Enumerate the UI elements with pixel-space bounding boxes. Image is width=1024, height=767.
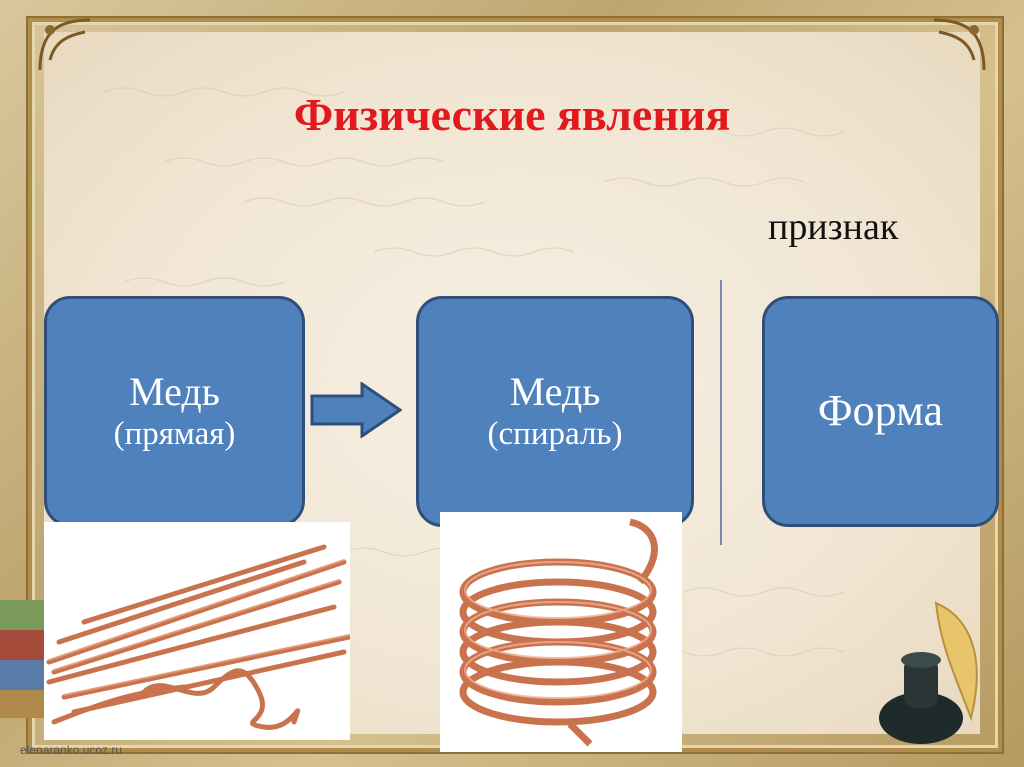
copper-coil-photo	[440, 512, 682, 752]
box-shape: Форма	[762, 296, 999, 527]
box-main-text: Медь	[129, 368, 220, 414]
copper-wires-photo	[44, 522, 350, 740]
footer-source: elenaranko.ucoz.ru	[20, 743, 123, 757]
box-sub-text: (спираль)	[487, 415, 623, 452]
box-sub-text: (прямая)	[113, 415, 236, 452]
arrow-right-icon	[310, 382, 402, 438]
box-copper-straight: Медь (прямая)	[44, 296, 305, 527]
box-main-text: Форма	[817, 386, 944, 436]
column-divider	[720, 280, 722, 545]
box-copper-spiral: Медь (спираль)	[416, 296, 694, 527]
slide-title: Физические явления	[293, 89, 731, 140]
ornament-icon	[38, 18, 91, 71]
ornament-icon	[933, 18, 986, 71]
inkwell-quill-icon	[879, 601, 978, 744]
column-label: признак	[768, 206, 899, 248]
books-icon	[0, 600, 44, 718]
box-main-text: Медь	[509, 368, 601, 414]
